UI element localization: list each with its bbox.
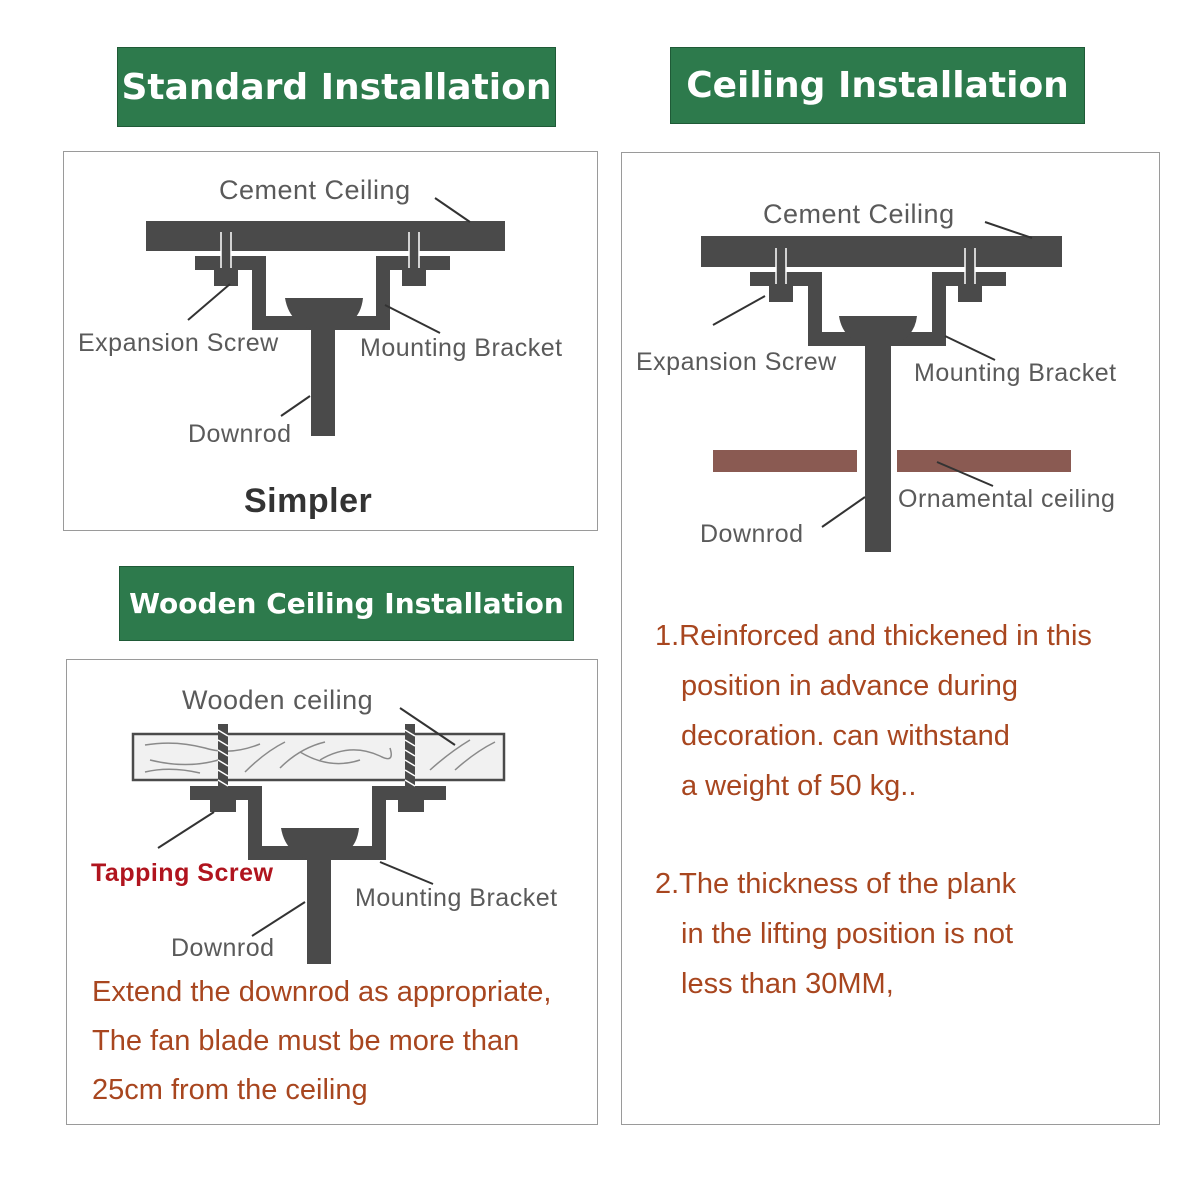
mounting-bracket-shape-3 (190, 786, 446, 860)
expansion-screw-left-2 (776, 244, 786, 302)
label-mounting-bracket-3: Mounting Bracket (355, 884, 558, 912)
ceiling-installation-banner: Ceiling Installation (670, 47, 1085, 124)
ornamental-ceiling-right (897, 450, 1071, 472)
ceiling-note-line-7: less than 30MM, (681, 968, 894, 1000)
label-mounting-bracket-2: Mounting Bracket (914, 359, 1117, 387)
label-ornamental-ceiling: Ornamental ceiling (898, 485, 1116, 513)
ceiling-installation-title: Ceiling Installation (686, 65, 1069, 106)
wooden-diagram (131, 724, 506, 964)
ceiling-note-line-6: in the lifting position is not (681, 918, 1014, 950)
label-expansion-screw-2: Expansion Screw (636, 348, 837, 376)
label-cement-ceiling-2: Cement Ceiling (763, 199, 955, 229)
ceiling-note-line-1: 1.Reinforced and thickened in this (655, 620, 1092, 652)
wooden-leader-lines (157, 707, 456, 937)
ceiling-leader-lines (712, 221, 1033, 528)
label-downrod: Downrod (188, 420, 292, 448)
ceiling-note-line-3: decoration. can withstand (681, 720, 1010, 752)
ceiling-note-line-2: position in advance during (681, 670, 1018, 702)
label-tapping-screw: Tapping Screw (91, 859, 274, 887)
standard-caption: Simpler (244, 482, 373, 520)
expansion-screw-left (221, 228, 231, 286)
expansion-screw-right-2 (965, 244, 975, 302)
label-wooden-ceiling: Wooden ceiling (182, 685, 374, 715)
tapping-screw-left (218, 724, 228, 798)
label-cement-ceiling: Cement Ceiling (219, 175, 411, 205)
standard-installation-banner: Standard Installation (117, 47, 556, 127)
standard-installation-title: Standard Installation (121, 66, 552, 108)
downrod-shape (311, 318, 335, 436)
standard-diagram (146, 221, 505, 436)
downrod-shape-2 (865, 334, 891, 552)
ceiling-note-line-5: 2.The thickness of the plank (655, 868, 1017, 900)
standard-leader-lines (187, 197, 471, 417)
mounting-bracket-shape-2 (750, 272, 1006, 346)
label-downrod-3: Downrod (171, 934, 275, 962)
ceiling-note-line-4: a weight of 50 kg.. (681, 770, 917, 802)
canopy-shape-3 (281, 828, 359, 862)
wooden-note-line-2: The fan blade must be more than (92, 1025, 520, 1057)
tapping-screw-right (405, 724, 415, 798)
expansion-screw-right (409, 228, 419, 286)
label-mounting-bracket: Mounting Bracket (360, 334, 563, 362)
wooden-note-line-1: Extend the downrod as appropriate, (92, 976, 552, 1008)
cement-ceiling-slab (146, 221, 505, 251)
label-downrod-2: Downrod (700, 520, 804, 548)
downrod-shape-3 (307, 846, 331, 964)
canopy-shape-2 (839, 316, 917, 348)
ornamental-ceiling-left (713, 450, 857, 472)
mounting-bracket-shape (195, 256, 450, 330)
ceiling-diagram (701, 236, 1062, 552)
label-expansion-screw: Expansion Screw (78, 329, 279, 357)
wooden-ceiling-installation-banner: Wooden Ceiling Installation (119, 566, 574, 641)
canopy-shape (285, 298, 363, 332)
ceiling-installation-panel (621, 152, 1160, 1125)
wooden-note-line-3: 25cm from the ceiling (92, 1074, 368, 1106)
cement-ceiling-slab-2 (701, 236, 1062, 267)
wooden-ceiling-installation-title: Wooden Ceiling Installation (129, 587, 564, 620)
